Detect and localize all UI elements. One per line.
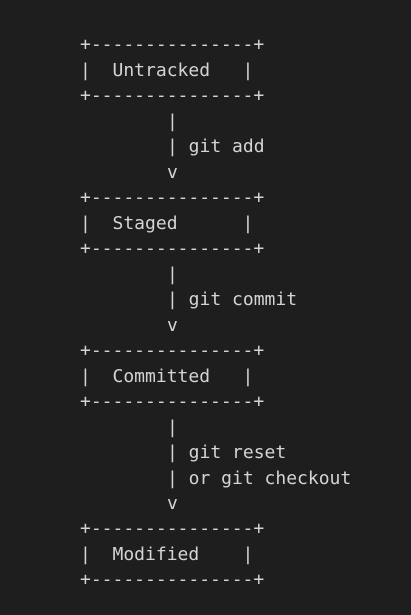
connector-git-checkout: | or git checkout: [167, 468, 352, 489]
connector-pipe: |: [167, 111, 178, 132]
connector-pipe: |: [167, 417, 178, 438]
connector-pipe: |: [167, 264, 178, 285]
box-border-modified-bottom: +---------------+: [80, 569, 265, 590]
box-border-modified-top: +---------------+: [80, 518, 265, 539]
box-border-committed-top: +---------------+: [80, 340, 265, 361]
connector-git-commit: | git commit: [167, 289, 298, 310]
state-staged: | Staged |: [80, 213, 254, 234]
box-border-untracked-top: +---------------+: [80, 34, 265, 55]
box-border-untracked-bottom: +---------------+: [80, 85, 265, 106]
box-border-staged-bottom: +---------------+: [80, 238, 265, 259]
arrow-head: v: [167, 493, 178, 514]
state-committed: | Committed |: [80, 366, 254, 387]
connector-git-add: | git add: [167, 136, 265, 157]
box-border-staged-top: +---------------+: [80, 187, 265, 208]
state-untracked: | Untracked |: [80, 60, 254, 81]
connector-git-reset: | git reset: [167, 442, 287, 463]
state-modified: | Modified |: [80, 544, 254, 565]
arrow-head: v: [167, 162, 178, 183]
box-border-committed-bottom: +---------------+: [80, 391, 265, 412]
arrow-head: v: [167, 315, 178, 336]
